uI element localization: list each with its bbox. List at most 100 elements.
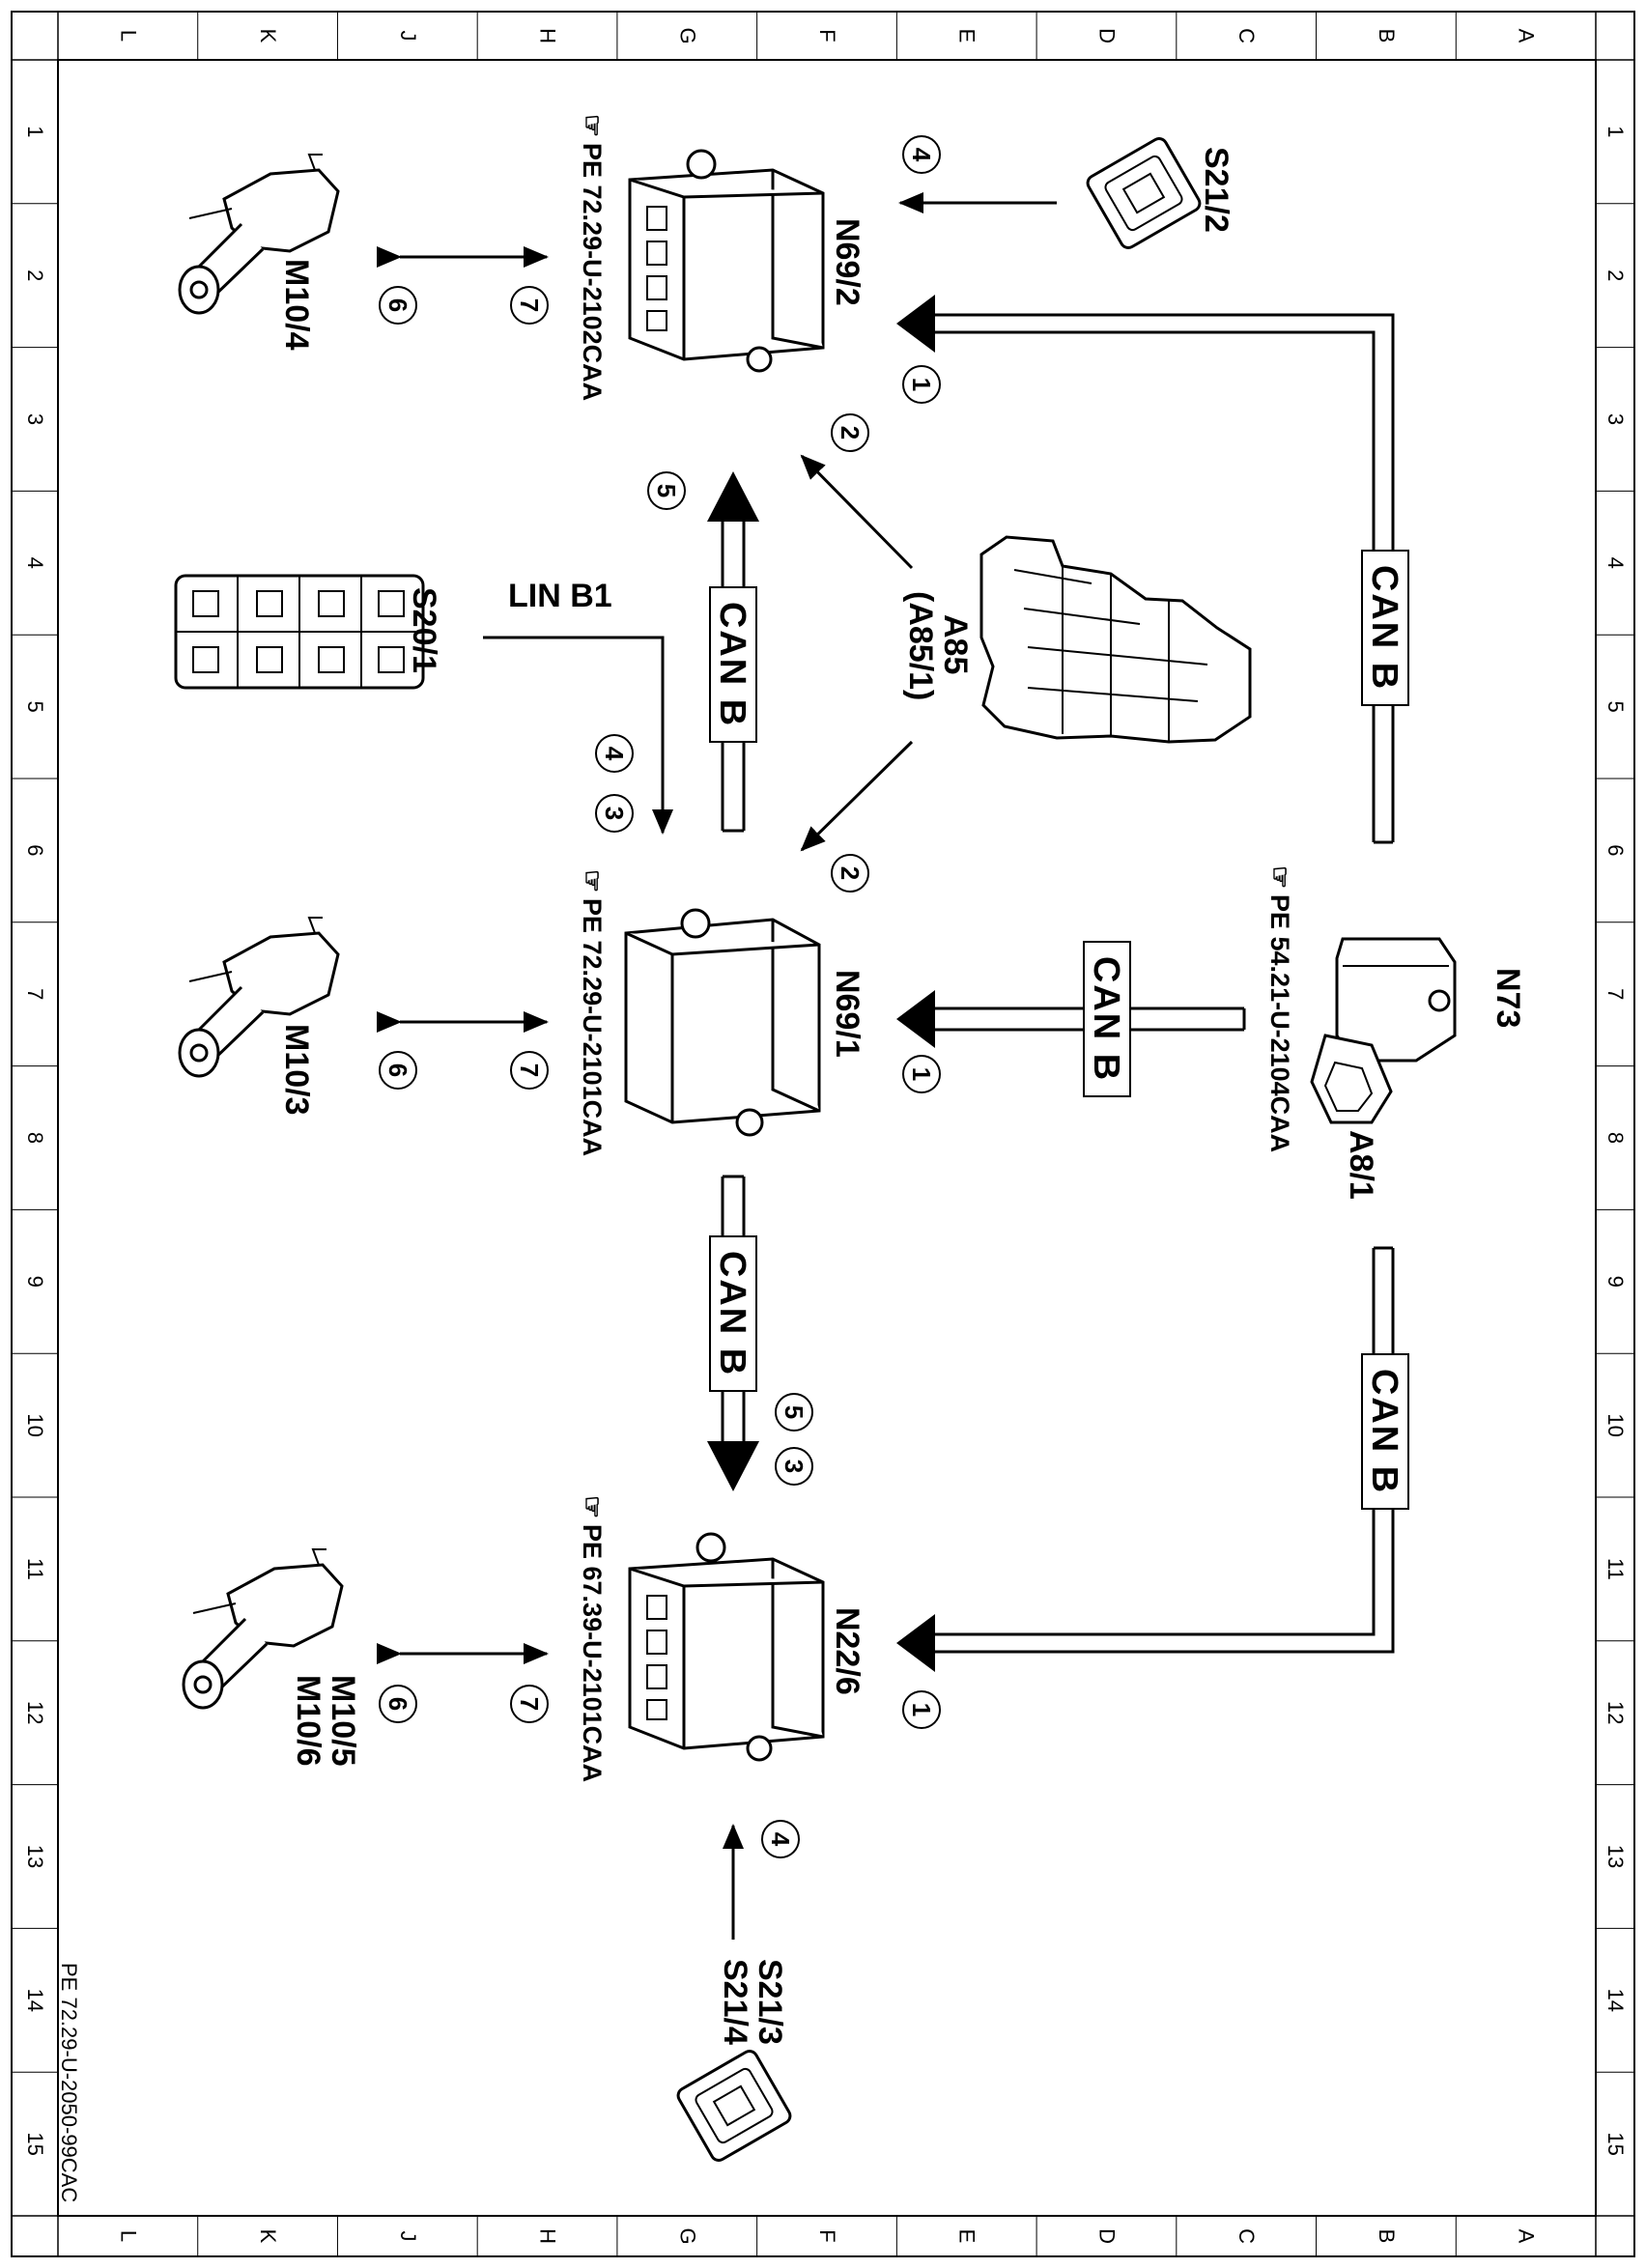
- svg-text:7: 7: [515, 1697, 544, 1711]
- m10-3-label: M10/3: [278, 1024, 315, 1116]
- grid-column-label: B: [1375, 29, 1399, 43]
- grid-row-label: 3: [1603, 413, 1628, 425]
- step-marker-5: 5: [647, 471, 686, 510]
- can-label-boxes: CAN B CAN B CAN B CAN B CAN B: [709, 550, 1409, 1510]
- grid-column-label: G: [675, 27, 699, 43]
- svg-text:2: 2: [836, 426, 865, 439]
- grid-row-label: 1: [23, 126, 47, 137]
- can-label-center-lower-text: CAN B: [712, 1251, 752, 1376]
- can-arrowhead-down: [707, 1441, 759, 1491]
- step-marker-2: 2: [831, 854, 869, 893]
- m10-4-motor-drawing: [178, 154, 340, 315]
- svg-text:7: 7: [515, 1063, 544, 1077]
- grid-column-label: C: [1234, 28, 1259, 43]
- grid-row-label: 6: [1603, 844, 1628, 856]
- grid-column-label: E: [955, 2229, 979, 2244]
- step-marker-7: 7: [510, 286, 549, 325]
- grid-row-label: 2: [1603, 269, 1628, 281]
- n69-2-label: N69/2: [829, 218, 866, 306]
- svg-text:6: 6: [383, 1063, 412, 1077]
- m10-3-motor-drawing: [178, 917, 340, 1078]
- s20-1-label: S20/1: [406, 587, 442, 673]
- grid-row-label: 5: [23, 700, 47, 712]
- svg-text:5: 5: [780, 1405, 809, 1419]
- svg-text:4: 4: [907, 148, 936, 162]
- grid-row-label: 14: [1603, 1989, 1628, 2012]
- component-labels: N69/2 N69/1 N22/6 A85 (A85/1) N73 A8/1 S…: [278, 147, 1526, 2045]
- m10-4-label: M10/4: [278, 259, 315, 351]
- svg-text:4: 4: [766, 1832, 795, 1847]
- s21-3-label: S21/3: [752, 1959, 788, 2045]
- grid-row-label: 4: [23, 557, 47, 569]
- n69-1-reference[interactable]: PE 72.29-U-2101CAA: [578, 898, 607, 1156]
- n69-2-reference[interactable]: PE 72.29-U-2102CAA: [578, 143, 607, 401]
- grid-row-label: 3: [23, 413, 47, 425]
- can-bus-arrowheads: [707, 295, 935, 1672]
- document-number: PE 72.29-U-2050-99CAC: [57, 1963, 81, 2202]
- grid-row-label: 12: [23, 1701, 47, 1724]
- step-marker-1: 1: [902, 1055, 941, 1093]
- signal-arrows: [377, 192, 1057, 1940]
- n73-label: N73: [1490, 968, 1526, 1028]
- grid-column-label: H: [536, 2228, 560, 2244]
- grid-column-label: K: [256, 29, 280, 43]
- arrow-a85-to-n69-2: [800, 454, 914, 570]
- grid-row-label: 13: [23, 1845, 47, 1868]
- step-marker-2: 2: [831, 413, 869, 452]
- s20-1-switch-block-drawing: [174, 574, 425, 690]
- can-label-middle-text: CAN B: [1086, 956, 1126, 1082]
- grid-row-label: 15: [23, 2132, 47, 2155]
- svg-text:3: 3: [780, 1460, 809, 1473]
- s21-2-switch-drawing: [1086, 137, 1202, 249]
- grid-column-label: A: [1515, 2229, 1539, 2244]
- can-arrowhead-up: [707, 471, 759, 522]
- n69-1-control-unit-drawing: [624, 908, 821, 1137]
- svg-text:4: 4: [600, 747, 629, 761]
- a85-label: A85: [937, 614, 974, 674]
- s21-3-switch-drawing: [676, 2050, 792, 2162]
- grid-row-label: 2: [23, 269, 47, 281]
- pointing-hand-icon: ☞: [1265, 865, 1294, 889]
- pointing-hand-icon: ☞: [578, 114, 607, 137]
- n22-6-reference[interactable]: PE 67.39-U-2101CAA: [578, 1524, 607, 1782]
- grid-row-label: 9: [1603, 1276, 1628, 1288]
- can-arrowhead-n69-1: [896, 990, 935, 1048]
- drawing-frame: [11, 11, 1635, 2257]
- svg-text:7: 7: [515, 298, 544, 312]
- grid-row-label: 9: [23, 1276, 47, 1288]
- n22-6-label: N22/6: [829, 1607, 866, 1695]
- grid-column-label: F: [815, 29, 839, 42]
- grid-column-label: K: [256, 2229, 280, 2244]
- step-marker-4: 4: [595, 734, 634, 773]
- n69-1-label: N69/1: [829, 970, 866, 1058]
- can-label-center-upper-text: CAN B: [712, 602, 752, 727]
- grid-column-label: G: [675, 2227, 699, 2244]
- grid-row-label: 1: [1603, 126, 1628, 137]
- can-label-middle: CAN B: [1083, 941, 1131, 1097]
- grid-row-label: 8: [23, 1132, 47, 1144]
- grid-lines: [12, 12, 1634, 2256]
- grid-row-label: 7: [1603, 988, 1628, 1000]
- grid-row-label: 7: [23, 988, 47, 1000]
- can-label-right-bottom-text: CAN B: [1364, 1369, 1405, 1494]
- grid-column-label: E: [955, 29, 979, 43]
- svg-text:1: 1: [907, 378, 936, 391]
- grid-column-label: H: [536, 28, 560, 43]
- a85-module-drawing: [979, 535, 1252, 744]
- can-arrowhead-n22-6: [896, 1614, 935, 1672]
- svg-text:2: 2: [836, 866, 865, 880]
- step-marker-1: 1: [902, 365, 941, 404]
- s21-2-label: S21/2: [1198, 147, 1234, 233]
- m10-5-label: M10/5: [325, 1675, 361, 1767]
- step-marker-1: 1: [902, 1690, 941, 1729]
- grid-column-label: D: [1094, 28, 1119, 43]
- step-marker-6: 6: [379, 1051, 417, 1090]
- n73-reference[interactable]: PE 54.21-U-2104CAA: [1265, 894, 1294, 1152]
- grid-row-label: 10: [23, 1413, 47, 1436]
- grid-row-label: 13: [1603, 1845, 1628, 1868]
